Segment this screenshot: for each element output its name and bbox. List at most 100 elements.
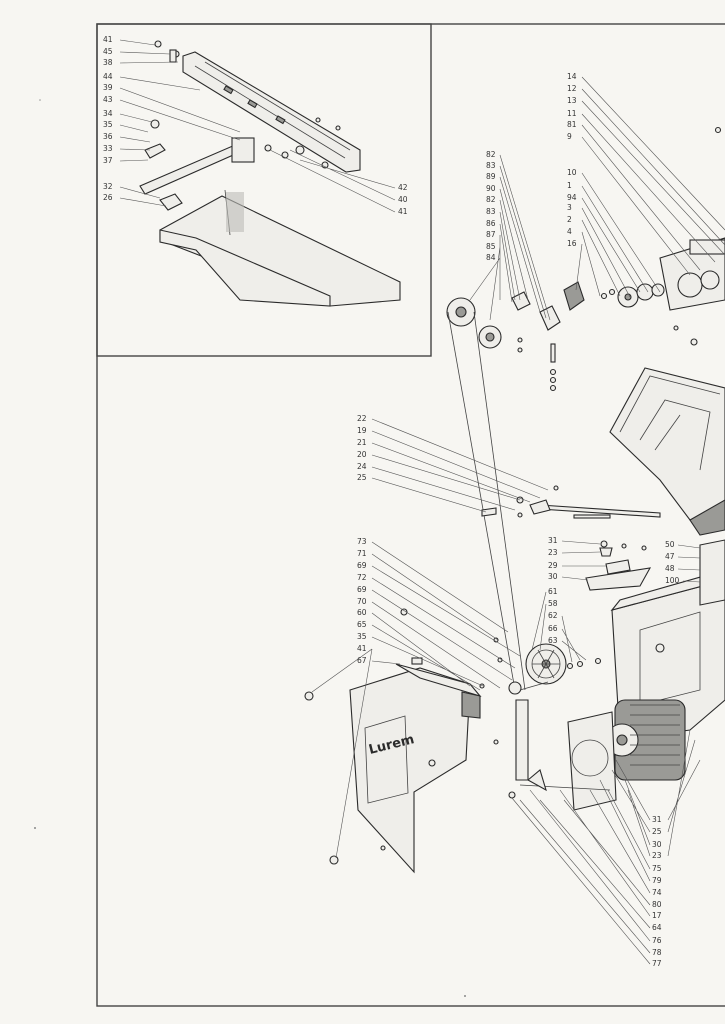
label: 71 bbox=[357, 549, 367, 558]
label: 30 bbox=[652, 840, 662, 849]
label: 79 bbox=[652, 876, 662, 885]
label: 35 bbox=[357, 632, 367, 641]
label: 35 bbox=[103, 120, 113, 129]
label: 80 bbox=[652, 900, 662, 909]
label: 17 bbox=[652, 911, 662, 920]
label: 48 bbox=[665, 564, 675, 573]
label: 82 bbox=[486, 195, 496, 204]
label: 41 bbox=[103, 35, 113, 44]
label: 65 bbox=[357, 620, 367, 629]
small-group-labels: 31 23 29 30 50 47 48 100 bbox=[548, 536, 701, 585]
label: 12 bbox=[567, 84, 577, 93]
mounting-plate-group bbox=[585, 540, 652, 591]
label: 81 bbox=[567, 120, 577, 129]
label: 16 bbox=[567, 239, 577, 248]
label: 24 bbox=[357, 462, 367, 471]
label: 77 bbox=[652, 959, 662, 968]
bottom-right-labels: 31 25 30 23 75 79 74 80 17 64 76 78 77 bbox=[511, 729, 701, 968]
label: 85 bbox=[486, 242, 496, 251]
label: 31 bbox=[548, 536, 558, 545]
label: 69 bbox=[357, 585, 367, 594]
label: 75 bbox=[652, 864, 662, 873]
label: 11 bbox=[567, 109, 577, 118]
label: 34 bbox=[103, 109, 113, 118]
label: 13 bbox=[567, 96, 577, 105]
lower-left-labels: 73 71 69 72 69 70 60 65 35 41 67 bbox=[311, 537, 521, 859]
label: 20 bbox=[357, 450, 367, 459]
label: 94 bbox=[567, 193, 577, 202]
label: 70 bbox=[357, 597, 367, 606]
label: 26 bbox=[103, 193, 113, 202]
label: 41 bbox=[398, 207, 408, 216]
label: 61 bbox=[548, 587, 558, 596]
inset-label-group-left: 41 45 38 44 39 43 34 35 36 33 37 32 26 bbox=[103, 35, 241, 207]
label: 45 bbox=[103, 47, 113, 56]
label: 32 bbox=[103, 182, 113, 191]
label: 9 bbox=[567, 132, 572, 141]
upper-right-assembly bbox=[563, 126, 725, 346]
inset-frame bbox=[96, 23, 432, 357]
label: 50 bbox=[665, 540, 675, 549]
label: 2 bbox=[567, 215, 572, 224]
label: 10 bbox=[567, 168, 577, 177]
label: 87 bbox=[486, 230, 496, 239]
label: 36 bbox=[103, 132, 113, 141]
label: 38 bbox=[103, 58, 113, 67]
middle-shaft bbox=[481, 485, 661, 519]
label: 76 bbox=[652, 936, 662, 945]
label: 3 bbox=[567, 203, 572, 212]
label: 14 bbox=[567, 72, 577, 81]
label: 74 bbox=[652, 888, 662, 897]
machine-frame bbox=[567, 367, 725, 811]
label: 37 bbox=[103, 156, 113, 165]
label: 84 bbox=[486, 253, 496, 262]
middle-labels: 22 19 21 20 24 25 bbox=[357, 414, 549, 513]
label: 64 bbox=[652, 923, 662, 932]
label: 58 bbox=[548, 599, 558, 608]
label: 44 bbox=[103, 72, 113, 81]
label: 33 bbox=[103, 144, 113, 153]
label: 29 bbox=[548, 561, 558, 570]
lower-mid-labels: 61 58 62 66 63 bbox=[531, 587, 587, 663]
inset-planer-table bbox=[139, 40, 401, 307]
upper-left-labels: 82 83 89 90 82 83 86 87 85 84 bbox=[469, 150, 551, 321]
label: 39 bbox=[103, 83, 113, 92]
label: 23 bbox=[548, 548, 558, 557]
label: 1 bbox=[567, 181, 572, 190]
label: 100 bbox=[665, 576, 680, 585]
label: 67 bbox=[357, 656, 367, 665]
lower-pulley-assembly bbox=[479, 637, 611, 799]
label: 47 bbox=[665, 552, 675, 561]
label: 25 bbox=[652, 827, 662, 836]
label: 78 bbox=[652, 948, 662, 957]
label: 21 bbox=[357, 438, 367, 447]
cover-plate: Lurem bbox=[304, 608, 482, 874]
label: 19 bbox=[357, 426, 367, 435]
label: 31 bbox=[652, 815, 662, 824]
upper-pulleys bbox=[446, 291, 561, 691]
label: 42 bbox=[398, 183, 408, 192]
label: 30 bbox=[548, 572, 558, 581]
label: 83 bbox=[486, 207, 496, 216]
label: 89 bbox=[486, 172, 496, 181]
label: 25 bbox=[357, 473, 367, 482]
label: 82 bbox=[486, 150, 496, 159]
inset-label-group-right: 42 40 41 bbox=[269, 149, 408, 216]
label: 40 bbox=[398, 195, 408, 204]
label: 62 bbox=[548, 611, 558, 620]
label: 22 bbox=[357, 414, 367, 423]
label: 72 bbox=[357, 573, 367, 582]
label: 41 bbox=[357, 644, 367, 653]
label: 60 bbox=[357, 608, 367, 617]
label: 86 bbox=[486, 219, 496, 228]
label: 4 bbox=[567, 227, 572, 236]
upper-right-labels: 14 12 13 11 81 9 10 1 94 3 2 4 16 bbox=[567, 72, 725, 298]
label: 73 bbox=[357, 537, 367, 546]
label: 23 bbox=[652, 851, 662, 860]
label: 90 bbox=[486, 184, 496, 193]
label: 69 bbox=[357, 561, 367, 570]
label: 83 bbox=[486, 161, 496, 170]
label: 66 bbox=[548, 624, 558, 633]
label: 43 bbox=[103, 95, 113, 104]
